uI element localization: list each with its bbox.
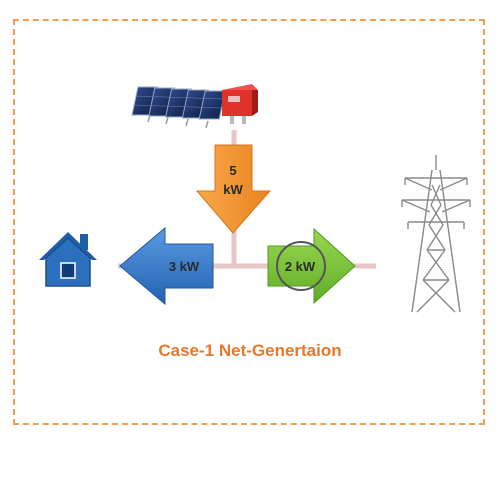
meter-ring-icon (276, 241, 326, 291)
solar-flow-unit: kW (223, 182, 243, 197)
transmission-tower-icon (401, 155, 471, 313)
solar-flow-arrow: 5 kW (195, 144, 272, 234)
dashed-frame (13, 19, 485, 425)
solar-flow-value: 5 (229, 163, 236, 178)
home-flow-label: 3 kW (169, 259, 200, 274)
home-flow-arrow: 3 kW (119, 226, 214, 306)
grid-flow-label: 2 kW (285, 259, 316, 274)
house-icon (39, 232, 97, 287)
diagram-caption: Case-1 Net-Genertaion (158, 341, 342, 360)
solar-panel-icon (131, 86, 226, 129)
grid-flow-arrow: 2 kW (267, 227, 356, 305)
inverter-icon (222, 84, 258, 124)
